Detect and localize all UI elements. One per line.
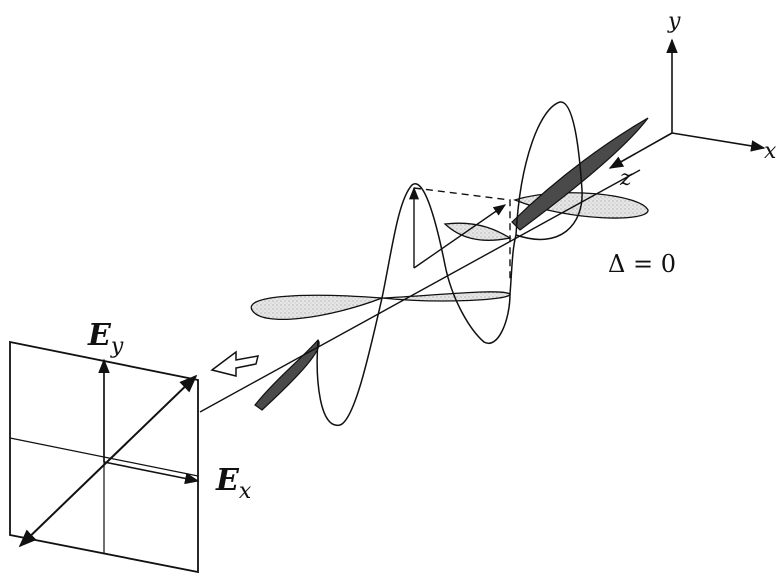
frame-border: [9, 340, 199, 574]
resultant-vector: [413, 204, 507, 269]
ex-label: Ex: [215, 463, 252, 504]
ey-loop-middle: [381, 183, 511, 345]
frame-diagonal-arrow: [18, 374, 198, 548]
ey-wave: [316, 101, 583, 426]
field-vector-construction: [408, 186, 511, 280]
diagonal-blade-front: [254, 339, 320, 411]
ex-lobe-middle: [381, 291, 511, 302]
frame-ex-arrow: [103, 461, 200, 485]
projection-frame: [9, 340, 200, 574]
coordinate-axes: [608, 38, 766, 169]
ex-wave: [250, 192, 649, 321]
propagation-axis: [199, 169, 641, 413]
dashed-guide: [413, 187, 511, 280]
x-axis-label: x: [764, 139, 777, 164]
ey-label: Ey: [87, 318, 124, 359]
ey-loop-back-lower: [509, 234, 517, 295]
z-axis: [608, 132, 673, 169]
phase-label: Δ = 0: [608, 250, 676, 278]
ex-lobe-upper: [443, 222, 512, 241]
diagonal-plane: [254, 117, 649, 411]
y-axis-label: y: [667, 9, 681, 34]
ey-loop-front: [316, 297, 383, 426]
arrow-left-icon: [210, 350, 260, 377]
diagonal-blade-back: [511, 117, 649, 231]
ex-lobe-front: [250, 294, 383, 321]
x-axis: [671, 132, 766, 152]
ey-loop-back: [515, 101, 583, 241]
